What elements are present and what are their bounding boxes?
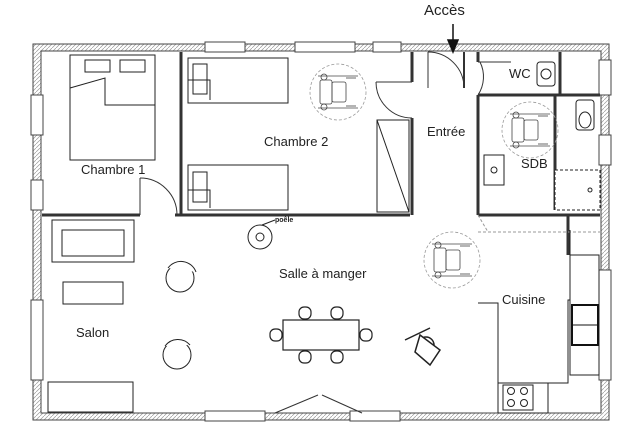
cooktop: [502, 384, 534, 411]
room-label-chambre1: Chambre 1: [81, 162, 146, 177]
stove-label: poêle: [275, 217, 294, 224]
dining-table: [269, 306, 373, 364]
room-label-cuisine: Cuisine: [502, 292, 546, 307]
bathroom-fixtures: [483, 154, 601, 211]
room-label-chambre2: Chambre 2: [264, 134, 329, 149]
coffee-table: [62, 281, 124, 305]
room-label-sdb: SDB: [521, 156, 548, 171]
access-arrow-icon: [446, 24, 460, 54]
doors: [139, 51, 511, 414]
kitchen-sink: [571, 304, 599, 346]
dashed-line-diag: [477, 214, 489, 233]
room-label-wc: WC: [509, 66, 531, 81]
person-icon: [404, 327, 442, 367]
room-label-salle-a-manger: Salle à manger: [279, 266, 367, 281]
room-label-salon: Salon: [76, 325, 110, 340]
double-bed: [69, 54, 156, 161]
bunk-beds: [187, 57, 410, 213]
armchairs: [162, 260, 197, 370]
toilet: [536, 61, 595, 131]
tv-cabinet: [47, 381, 134, 413]
windows: [30, 41, 612, 422]
stove: [247, 219, 276, 250]
room-label-entree: Entrée: [427, 124, 466, 139]
sofa: [51, 219, 135, 263]
access-label: Accès: [424, 2, 465, 19]
